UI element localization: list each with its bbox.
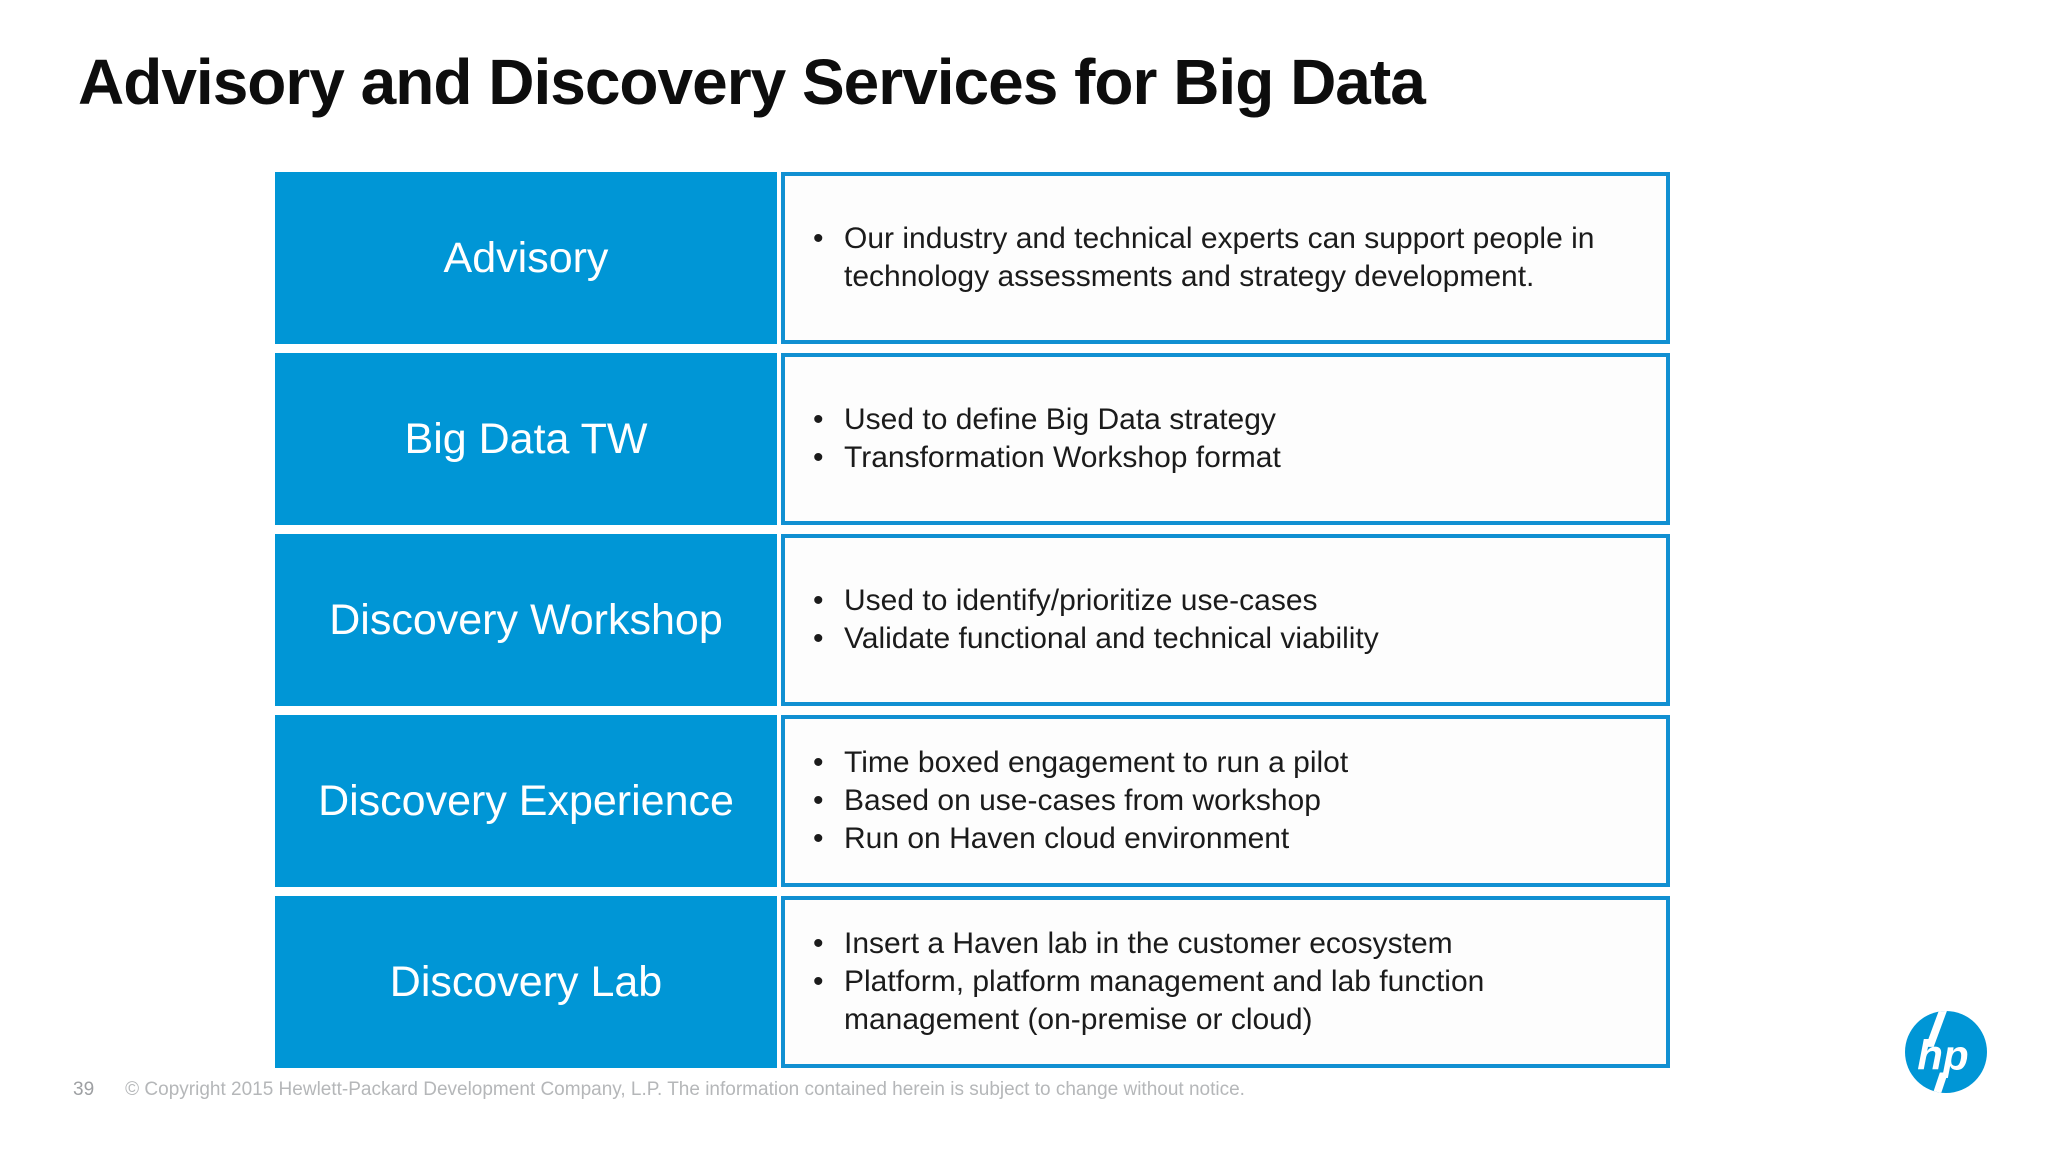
service-label-box: Advisory: [275, 172, 777, 344]
bullet-item: Transformation Workshop format: [807, 439, 1281, 477]
service-label: Advisory: [443, 233, 609, 282]
bullet-item: Validate functional and technical viabil…: [807, 620, 1379, 658]
bullet-item: Run on Haven cloud environment: [807, 820, 1348, 858]
bullet-list: Our industry and technical experts can s…: [785, 220, 1664, 296]
service-row-big-data-tw: Big Data TW Used to define Big Data stra…: [275, 353, 1670, 525]
bullet-list: Used to define Big Data strategy Transfo…: [785, 401, 1311, 477]
bullet-item: Our industry and technical experts can s…: [807, 220, 1634, 296]
service-label-box: Discovery Experience: [275, 715, 777, 887]
page-number: 39: [73, 1079, 95, 1100]
service-description-box: Insert a Haven lab in the customer ecosy…: [781, 896, 1670, 1068]
service-row-discovery-lab: Discovery Lab Insert a Haven lab in the …: [275, 896, 1670, 1068]
service-description-box: Used to define Big Data strategy Transfo…: [781, 353, 1670, 525]
bullet-item: Used to define Big Data strategy: [807, 401, 1281, 439]
page-title: Advisory and Discovery Services for Big …: [78, 46, 1426, 118]
bullet-item: Insert a Haven lab in the customer ecosy…: [807, 925, 1634, 963]
service-description-box: Used to identify/prioritize use-cases Va…: [781, 534, 1670, 706]
service-label: Discovery Workshop: [329, 595, 723, 644]
bullet-item: Platform, platform management and lab fu…: [807, 963, 1634, 1039]
footer: 39 © Copyright 2015 Hewlett-Packard Deve…: [73, 1079, 1245, 1101]
service-row-discovery-workshop: Discovery Workshop Used to identify/prio…: [275, 534, 1670, 706]
bullet-list: Insert a Haven lab in the customer ecosy…: [785, 925, 1664, 1039]
service-row-discovery-experience: Discovery Experience Time boxed engageme…: [275, 715, 1670, 887]
service-label: Big Data TW: [404, 414, 648, 463]
service-label-box: Discovery Workshop: [275, 534, 777, 706]
bullet-item: Time boxed engagement to run a pilot: [807, 744, 1348, 782]
bullet-list: Used to identify/prioritize use-cases Va…: [785, 582, 1409, 658]
bullet-item: Used to identify/prioritize use-cases: [807, 582, 1379, 620]
service-label: Discovery Experience: [318, 776, 734, 825]
service-description-box: Our industry and technical experts can s…: [781, 172, 1670, 344]
service-description-box: Time boxed engagement to run a pilot Bas…: [781, 715, 1670, 887]
bullet-list: Time boxed engagement to run a pilot Bas…: [785, 744, 1378, 858]
services-table: Advisory Our industry and technical expe…: [275, 172, 1670, 1077]
svg-text:hp: hp: [1917, 1031, 1968, 1078]
copyright-notice: © Copyright 2015 Hewlett-Packard Develop…: [125, 1079, 1245, 1100]
hp-logo-icon: hp: [1905, 1011, 1987, 1093]
service-label-box: Big Data TW: [275, 353, 777, 525]
bullet-item: Based on use-cases from workshop: [807, 782, 1348, 820]
service-row-advisory: Advisory Our industry and technical expe…: [275, 172, 1670, 344]
service-label: Discovery Lab: [389, 957, 663, 1006]
service-label-box: Discovery Lab: [275, 896, 777, 1068]
